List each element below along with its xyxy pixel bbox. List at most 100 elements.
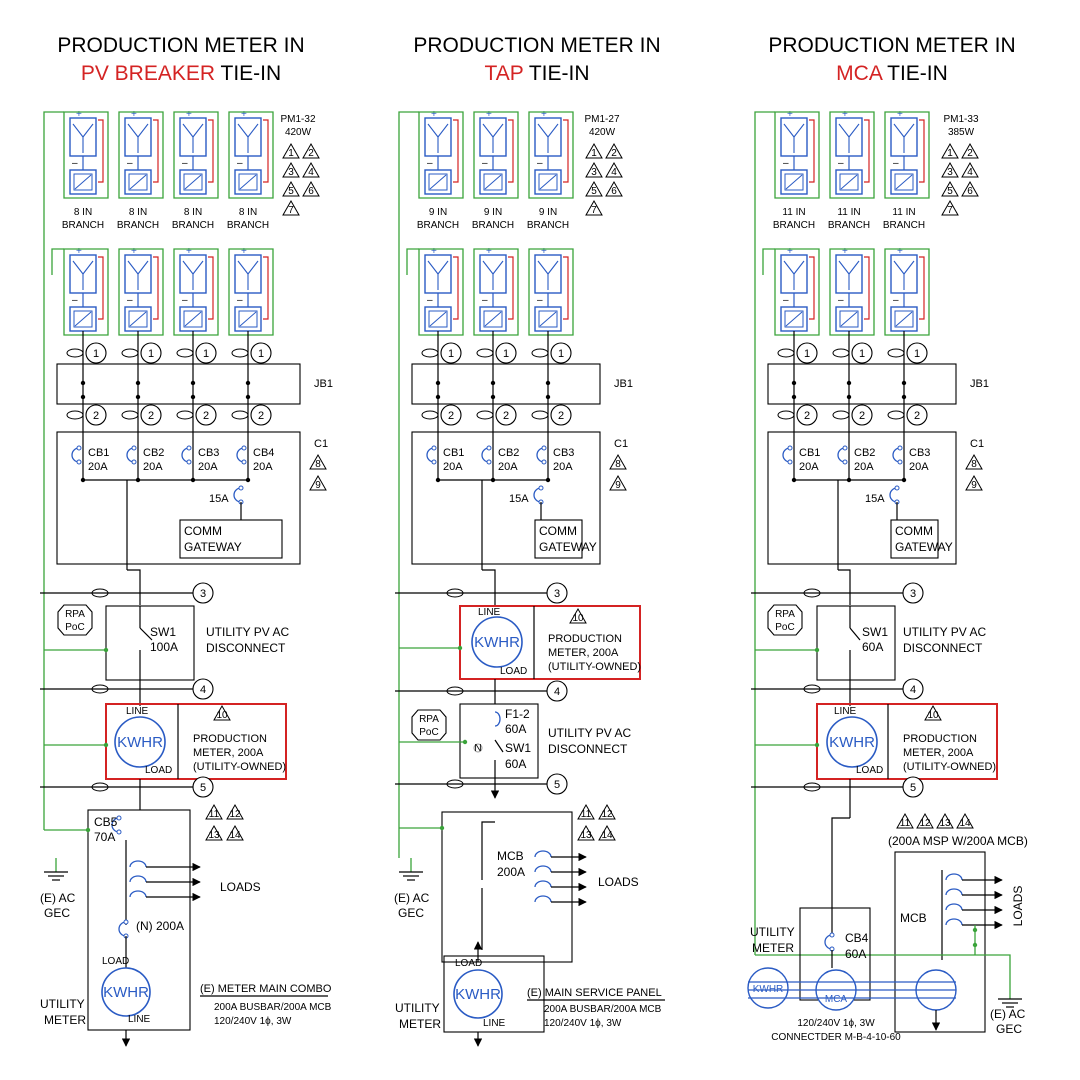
junction-dot <box>457 645 463 651</box>
junction-dot <box>103 647 109 653</box>
ground-bus <box>43 111 64 830</box>
wire-tag-number: 2 <box>258 410 264 422</box>
load-breaker <box>945 888 963 896</box>
pv-module <box>835 117 863 157</box>
polarity-minus: – <box>893 158 899 169</box>
junction-dot <box>545 394 551 400</box>
junction-dot <box>435 394 441 400</box>
branch-label: BRANCH <box>117 220 159 231</box>
microinverter <box>534 169 562 195</box>
junction-dot <box>85 827 91 833</box>
meter-label: METER, 200A <box>548 647 619 659</box>
ground-frame <box>418 248 464 336</box>
note-triangle <box>941 142 959 159</box>
breaker-rating: 20A <box>909 461 929 473</box>
conductor-bundle <box>531 348 549 358</box>
note-triangle <box>598 824 616 841</box>
comm-breaker-rating: 15A <box>509 493 529 505</box>
jb-label: JB1 <box>970 378 989 390</box>
ac-combiner <box>56 431 301 565</box>
note-triangle <box>569 607 587 624</box>
meter-line-label: LINE <box>478 607 501 618</box>
wire-tag-circle <box>906 404 928 426</box>
ground-bus <box>406 248 419 275</box>
note-number: 7 <box>591 205 597 216</box>
pv-module <box>69 117 97 157</box>
note-triangle <box>302 180 320 197</box>
breaker-rating: 20A <box>88 461 108 473</box>
pv-module <box>179 117 207 157</box>
meter-load-label: LOAD <box>455 958 482 969</box>
conductor-bundle <box>887 348 905 358</box>
wire-tag-number: 1 <box>448 348 454 360</box>
wire-tag-circle <box>495 342 517 364</box>
polarity-plus: + <box>897 109 903 120</box>
branch-count: 8 IN <box>74 207 92 218</box>
note-triangle <box>961 142 979 159</box>
panel-wattage: 420W <box>589 127 616 138</box>
note-number: 2 <box>967 148 973 159</box>
polarity-minus: – <box>182 158 188 169</box>
polarity-minus: – <box>482 158 488 169</box>
gec-label: GEC <box>996 1022 1022 1036</box>
column-title-line1: PRODUCTION METER IN <box>57 34 304 57</box>
utility-meter-label: UTILITY <box>750 925 795 939</box>
ground-bus <box>754 111 775 955</box>
utility-disconnect <box>105 605 195 681</box>
wire-tag-number: 5 <box>200 782 206 794</box>
breaker-contact <box>186 445 192 451</box>
microinverter <box>124 169 152 195</box>
ground-frame <box>473 111 519 199</box>
conductor-bundle <box>531 410 549 420</box>
column-title-line2: PV BREAKER TIE-IN <box>81 62 281 85</box>
polarity-minus: – <box>72 158 78 169</box>
note-triangle <box>605 142 623 159</box>
note-number: 4 <box>967 167 973 178</box>
combiner-label: C1 <box>970 438 984 450</box>
conductor-bundle <box>121 348 139 358</box>
wire-tag-circle <box>550 342 572 364</box>
utility-meter-label: UTILITY <box>395 1001 440 1015</box>
meter-line-label: LINE <box>834 706 857 717</box>
breaker-contact <box>123 919 129 925</box>
polarity-plus: + <box>241 246 247 257</box>
red-conductor <box>508 119 514 183</box>
note-triangle <box>936 812 954 829</box>
feeder <box>482 569 496 606</box>
red-conductor <box>208 256 214 320</box>
panel-model: PM1-33 <box>943 114 978 125</box>
polarity-minus: – <box>237 295 243 306</box>
tap-conductor <box>481 821 495 880</box>
pv-module <box>890 117 918 157</box>
meter-label: (UTILITY-OWNED) <box>548 661 641 673</box>
kwhr-label: KWHR <box>117 734 163 751</box>
breaker-name: CB2 <box>143 447 164 459</box>
wire-tag-number: 1 <box>148 348 154 360</box>
breaker-contact <box>894 485 900 491</box>
junction-dot <box>901 394 907 400</box>
wire-tag-circle <box>195 342 217 364</box>
comm-label: GATEWAY <box>895 540 953 554</box>
breaker-rating: 20A <box>854 461 874 473</box>
note-triangle <box>282 161 300 178</box>
red-conductor <box>98 256 104 320</box>
breaker-name: CB3 <box>198 447 219 459</box>
note-number: 6 <box>308 186 314 197</box>
breaker-rating: 20A <box>253 461 273 473</box>
wire-tag-circle <box>250 342 272 364</box>
note-triangle <box>965 474 983 491</box>
note-triangle <box>598 803 616 820</box>
rpa-label: PoC <box>65 622 84 633</box>
wire-tag-circle <box>906 342 928 364</box>
note-number: 12 <box>601 809 613 820</box>
column-title-line2: TAP TIE-IN <box>484 62 589 85</box>
wire-tag-number: 5 <box>910 782 916 794</box>
ground-bus <box>762 248 775 275</box>
pv-module <box>479 254 507 294</box>
microinverter <box>69 169 97 195</box>
pv-module <box>835 254 863 294</box>
pv-module <box>124 117 152 157</box>
microinverter <box>234 306 262 332</box>
comm-label: COMM <box>184 524 222 538</box>
note-number: 13 <box>208 830 220 841</box>
